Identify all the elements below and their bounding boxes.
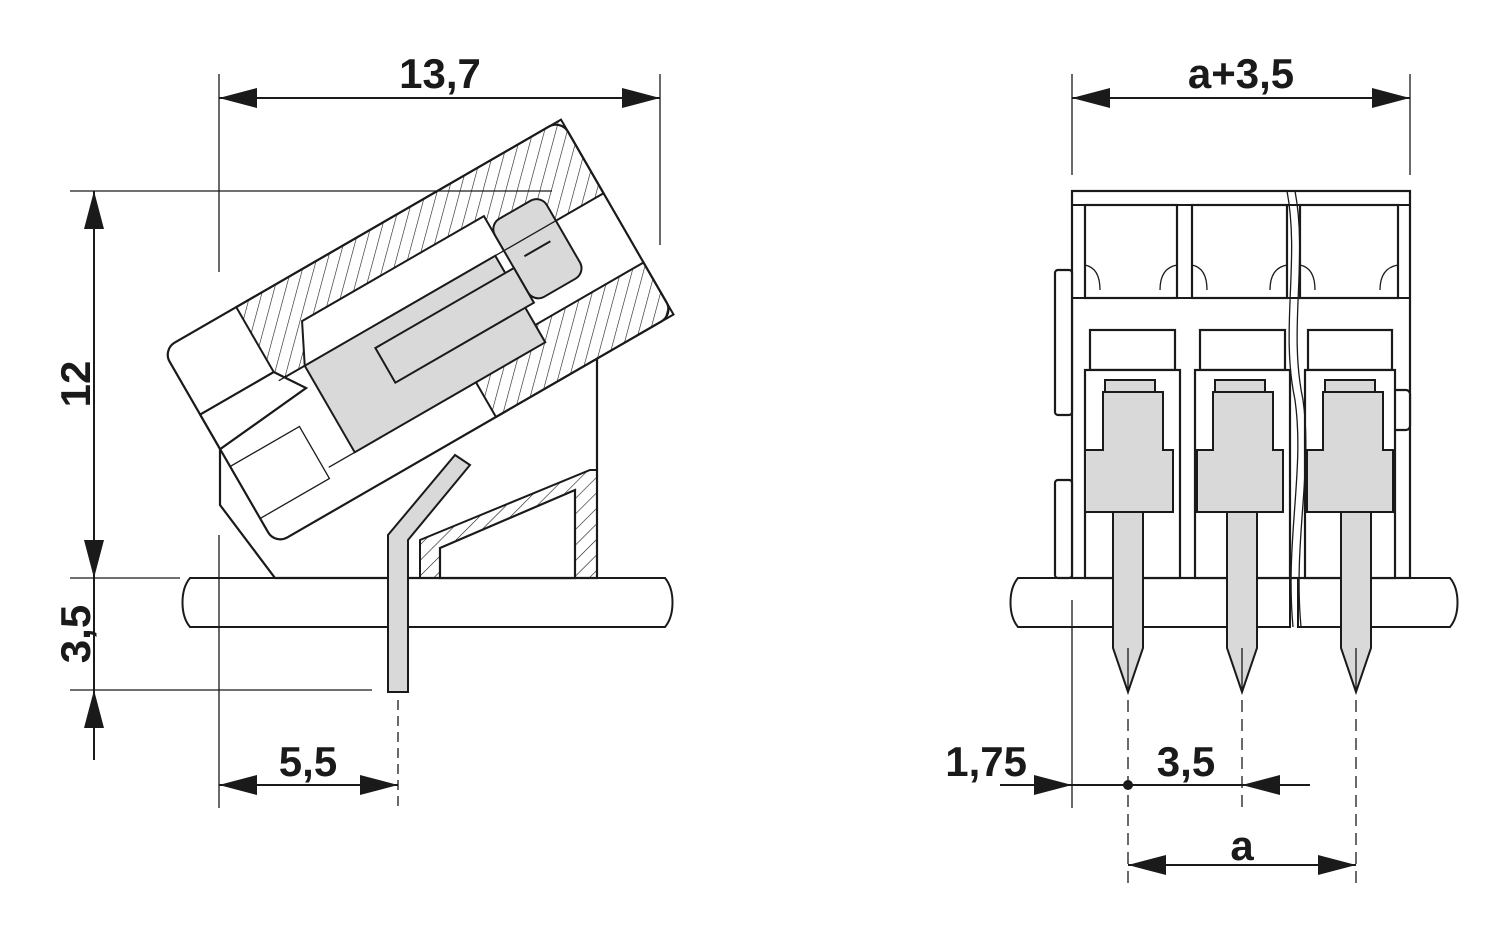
front-pole-3 [1298, 203, 1400, 696]
dim-pin-length: 3,5 [52, 605, 99, 663]
side-pcb [181, 577, 674, 628]
dim-pitch: 3,5 [1157, 738, 1215, 785]
front-pole-2 [1190, 203, 1292, 696]
dim-side-height: 12 [52, 361, 99, 408]
front-break-line [1286, 190, 1299, 628]
dim-side-width: 13,7 [399, 50, 481, 97]
front-view: a+3,5 1,75 3,5 a [945, 50, 1459, 890]
dim-span: a [1230, 822, 1254, 869]
dim-pin-offset: 5,5 [279, 738, 337, 785]
dim-edge-offset: 1,75 [945, 738, 1027, 785]
side-view: 13,7 12 3,5 5,5 [52, 50, 675, 808]
dim-front-width: a+3,5 [1188, 50, 1294, 97]
side-pin [387, 453, 472, 693]
side-tilted-housing [166, 118, 675, 541]
front-pcb-right [1297, 577, 1459, 628]
front-pole-1 [1083, 203, 1182, 696]
